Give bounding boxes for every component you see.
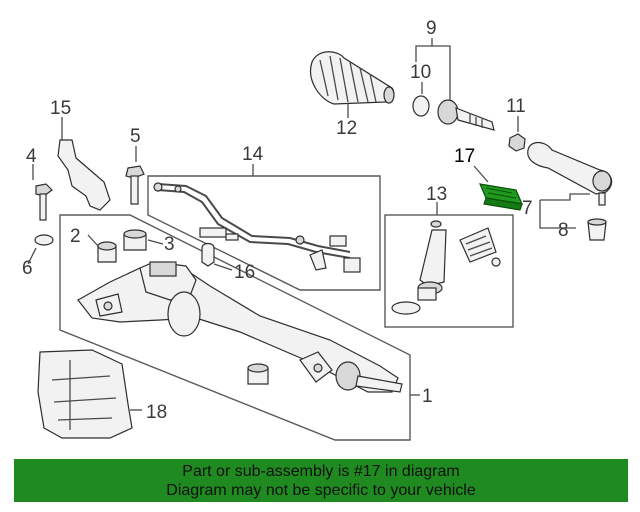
washer-part-6[interactable] [34,234,54,246]
lock-nut[interactable] [508,133,526,152]
callout-14: 14 [242,144,264,165]
bushing-part-2[interactable] [97,241,117,263]
bushing-part-3[interactable] [123,229,147,251]
tie-rod-end[interactable] [527,141,613,206]
callout-17-highlighted: 17 [454,146,475,167]
steering-rack-panel [59,214,411,441]
steering-gear-box[interactable] [77,261,403,393]
banner-line-1: Part or sub-assembly is #17 in diagram [182,463,460,480]
callout-12: 12 [336,118,357,139]
callout-4: 4 [26,146,37,167]
callout-8: 8 [558,220,569,241]
callout-3: 3 [164,234,175,255]
pipe-clamp[interactable] [201,242,215,267]
callout-1: 1 [422,386,433,407]
callout-7: 7 [522,198,533,219]
bolt-part-5[interactable] [125,165,145,205]
pipe-assembly-panel [147,175,381,291]
callout-5: 5 [130,126,141,147]
callout-11: 11 [506,96,526,117]
heat-shield[interactable] [37,349,133,439]
valve-assembly-panel [384,214,514,328]
callout-9: 9 [426,18,437,39]
leader-lines [27,38,590,411]
inner-tie-rod[interactable] [437,99,495,131]
callout-13: 13 [426,184,447,205]
callout-15: 15 [50,98,71,119]
o-ring-part-10[interactable] [412,95,430,117]
bolt-part-4[interactable] [35,183,53,221]
mounting-bracket[interactable] [57,139,111,211]
parts-diagram: 1 2 3 4 5 6 7 8 9 10 11 12 13 14 15 16 1… [22,18,613,441]
info-banner: Part or sub-assembly is #17 in diagram D… [14,459,628,502]
pipe-assembly[interactable] [153,182,361,273]
callout-2: 2 [70,226,81,247]
control-valve[interactable] [391,220,501,315]
callout-16: 16 [234,262,255,283]
callout-10: 10 [410,62,431,83]
callout-6: 6 [22,258,33,279]
highlighted-part-17[interactable] [479,183,523,211]
callout-18: 18 [146,402,167,423]
steering-boot[interactable] [310,51,395,105]
boot-part-8[interactable] [587,218,607,241]
banner-line-2: Diagram may not be specific to your vehi… [166,482,476,499]
